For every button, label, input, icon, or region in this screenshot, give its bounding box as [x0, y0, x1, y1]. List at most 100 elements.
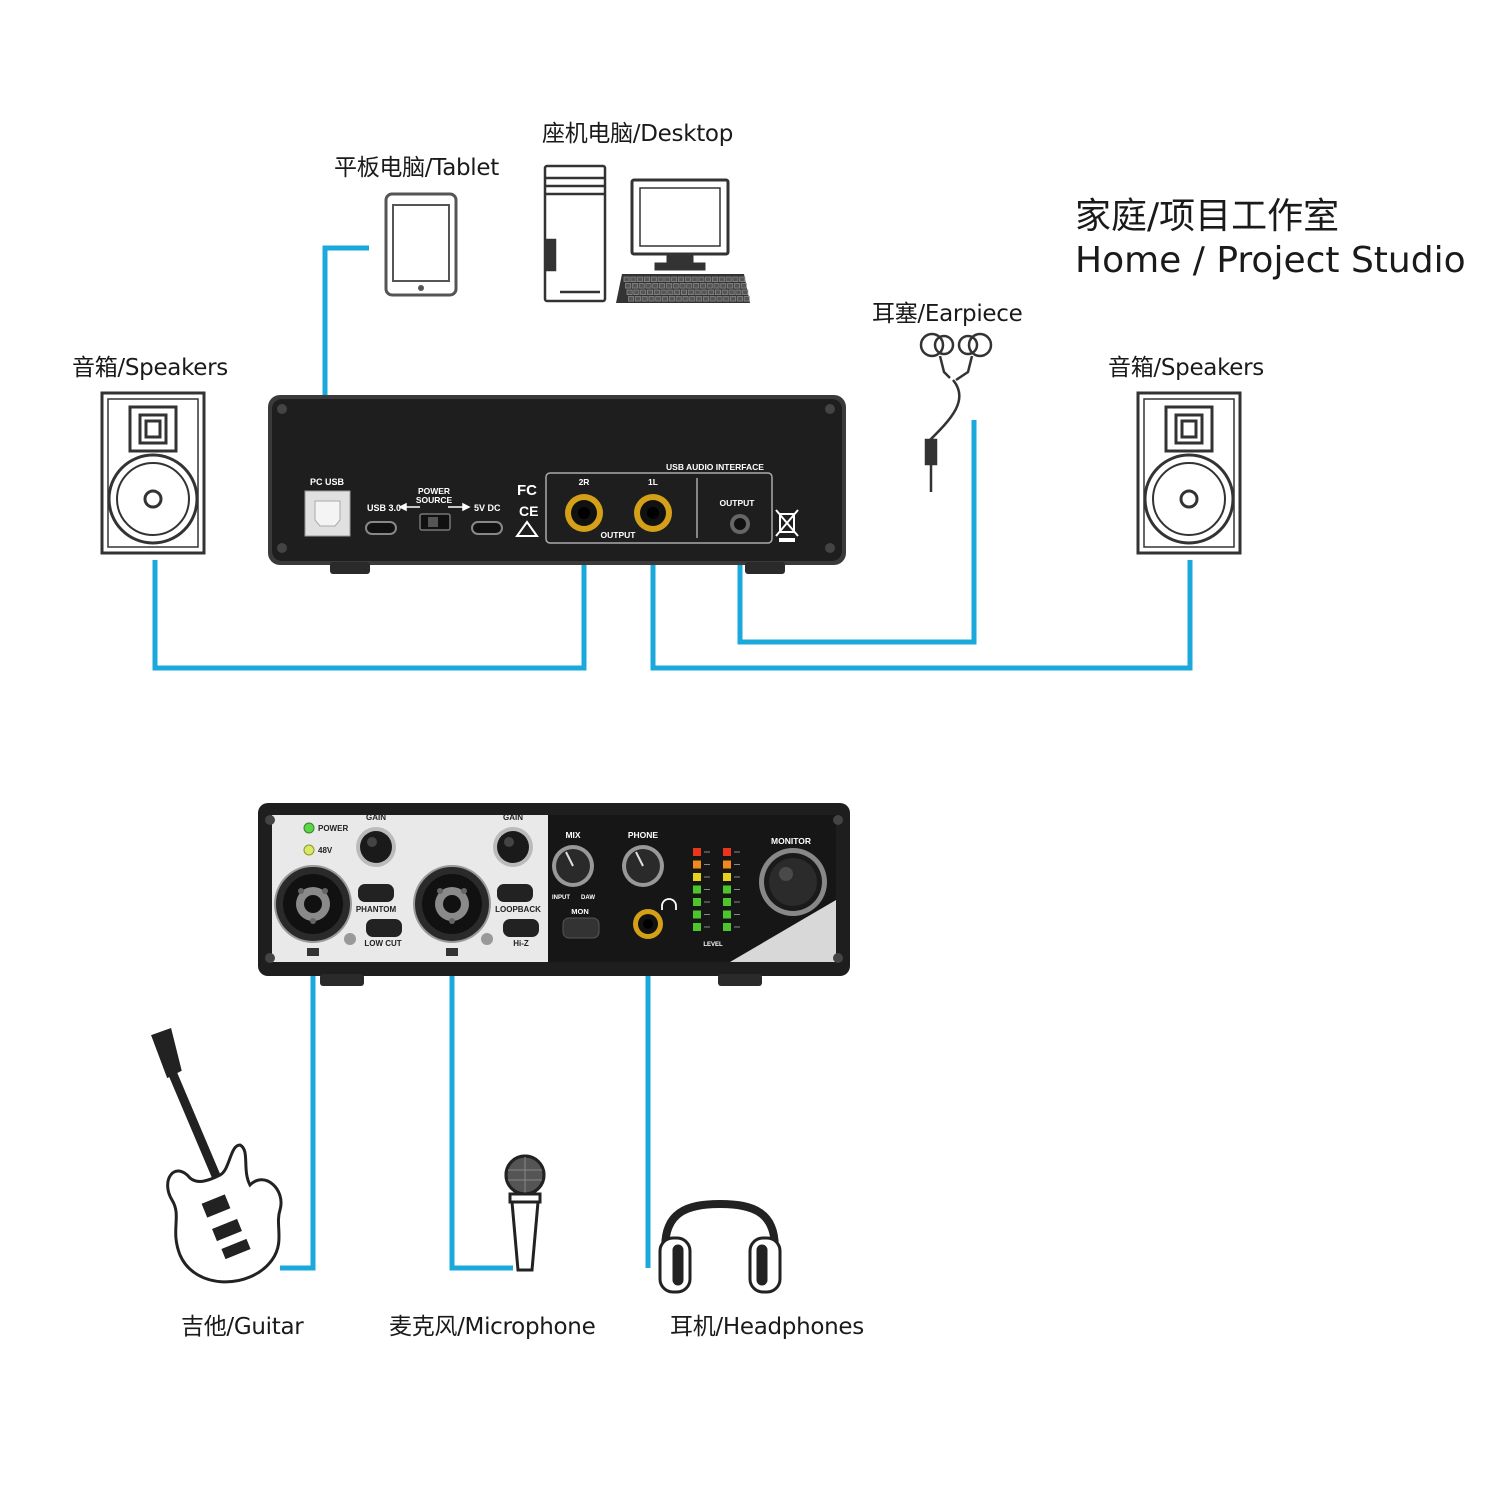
- combo-input-1: [274, 865, 352, 943]
- keyboard-key: [733, 283, 740, 289]
- keyboard-key: [713, 283, 720, 289]
- cable-left-speaker: [152, 520, 587, 671]
- loopback-button: [497, 884, 533, 902]
- mix-knob: [552, 845, 594, 887]
- keyboard-key: [645, 283, 652, 289]
- keyboard-key: [648, 296, 655, 302]
- fc-mark: FC: [517, 482, 537, 499]
- earpiece-label: 耳塞/Earpiece: [872, 301, 1023, 327]
- speakers-left-label: 音箱/Speakers: [72, 355, 228, 381]
- jack-2r: [565, 494, 603, 532]
- keyboard-key: [679, 283, 686, 289]
- mon-label: MON: [571, 907, 589, 916]
- meter-led-ch1: [693, 923, 701, 931]
- usb-b-port: [304, 490, 351, 537]
- out-2r-label: 2R: [579, 477, 590, 487]
- keyboard-key: [625, 283, 632, 289]
- keyboard-key: [686, 283, 693, 289]
- title-en: Home / Project Studio: [1075, 240, 1466, 281]
- keyboard-key: [641, 296, 648, 302]
- keyboard-key: [671, 276, 678, 282]
- loopback-label: LOOPBACK: [495, 905, 541, 914]
- meter-led-ch2: [723, 848, 731, 856]
- keyboard-key: [728, 289, 735, 295]
- level-label: LEVEL: [703, 942, 723, 948]
- keyboard-key: [702, 296, 709, 302]
- keyboard-key: [637, 276, 644, 282]
- keyboard-key: [725, 276, 732, 282]
- gain2-knob: [493, 827, 533, 867]
- dc5v-label: 5V DC: [474, 503, 501, 513]
- keyboard-key: [684, 276, 691, 282]
- keyboard-key: [647, 289, 654, 295]
- keyboard-key: [630, 276, 637, 282]
- output-main-label: OUTPUT: [601, 530, 637, 540]
- speaker-left-icon: [100, 391, 206, 555]
- diagram-title: 家庭/项目工作室 Home / Project Studio: [1075, 195, 1466, 283]
- desktop-label: 座机电脑/Desktop: [542, 121, 734, 147]
- front-panel-device: POWER 48V GAIN GAIN: [258, 803, 850, 986]
- keyboard-key: [698, 276, 705, 282]
- speakers-right-label: 音箱/Speakers: [1108, 355, 1264, 381]
- keyboard-key: [742, 289, 749, 295]
- headphones-icon: [658, 1199, 782, 1294]
- keyboard-key: [696, 296, 703, 302]
- meter-led-ch1: [693, 873, 701, 881]
- keyboard-key: [705, 276, 712, 282]
- usb30-label: USB 3.0: [367, 503, 401, 513]
- keyboard-key: [730, 296, 737, 302]
- meter-led-ch1: [693, 860, 701, 869]
- low-cut-label: LOW CUT: [364, 939, 401, 948]
- headphones-label: 耳机/Headphones: [670, 1314, 864, 1340]
- meter-led-ch2: [723, 910, 731, 919]
- keyboard-key: [631, 283, 638, 289]
- keyboard-key: [660, 289, 667, 295]
- meter-led-ch2: [723, 898, 731, 906]
- gain2-label: GAIN: [503, 813, 523, 822]
- cable-earpiece: [737, 420, 977, 645]
- usb-c-port-right: [471, 521, 503, 535]
- keyboard-key: [665, 283, 672, 289]
- daw-label: DAW: [581, 895, 595, 901]
- keyboard-key: [638, 283, 645, 289]
- headphone-jack: [633, 909, 663, 939]
- hiz-label: Hi-Z: [513, 939, 529, 948]
- power-source-label-2: SOURCE: [416, 495, 453, 505]
- 48v-led: [303, 844, 315, 856]
- keyboard-key: [708, 289, 715, 295]
- monitor-icon: [630, 178, 730, 271]
- keyboard-key: [668, 296, 675, 302]
- guitar-label: 吉他/Guitar: [181, 1314, 304, 1340]
- keyboard-key: [694, 289, 701, 295]
- rear-panel-device: PC USB USB 3.0 POWER SOURCE 5V DC FC CE: [268, 395, 846, 574]
- keyboard-key: [739, 276, 746, 282]
- tablet-icon: [384, 192, 458, 297]
- keyboard-key: [623, 276, 630, 282]
- keyboard-key: [723, 296, 730, 302]
- keyboard-key: [682, 296, 689, 302]
- keyboard-key: [655, 296, 662, 302]
- keyboard-key: [657, 276, 664, 282]
- keyboard-key: [653, 289, 660, 295]
- meter-led-ch2: [723, 885, 731, 894]
- keyboard-key: [689, 296, 696, 302]
- hiz-button: [503, 919, 539, 937]
- monitor-knob: [759, 848, 827, 916]
- jack-1l: [634, 494, 672, 532]
- ce-mark: CE: [519, 503, 538, 519]
- earpiece-icon: [919, 332, 993, 492]
- keyboard-key: [628, 296, 635, 302]
- output-group-frame: [545, 472, 773, 544]
- headphone-symbol-icon: [661, 898, 677, 910]
- pc-usb-label: PC USB: [310, 477, 345, 487]
- meter-led-ch2: [723, 860, 731, 869]
- keyboard-key: [732, 276, 739, 282]
- keyboard-key: [706, 283, 713, 289]
- keyboard-key: [626, 289, 633, 295]
- phantom-label: PHANTOM: [356, 905, 397, 914]
- cable-right-speaker: [650, 520, 1193, 671]
- keyboard-key: [659, 283, 666, 289]
- meter-led-ch2: [723, 923, 731, 931]
- keyboard-key: [675, 296, 682, 302]
